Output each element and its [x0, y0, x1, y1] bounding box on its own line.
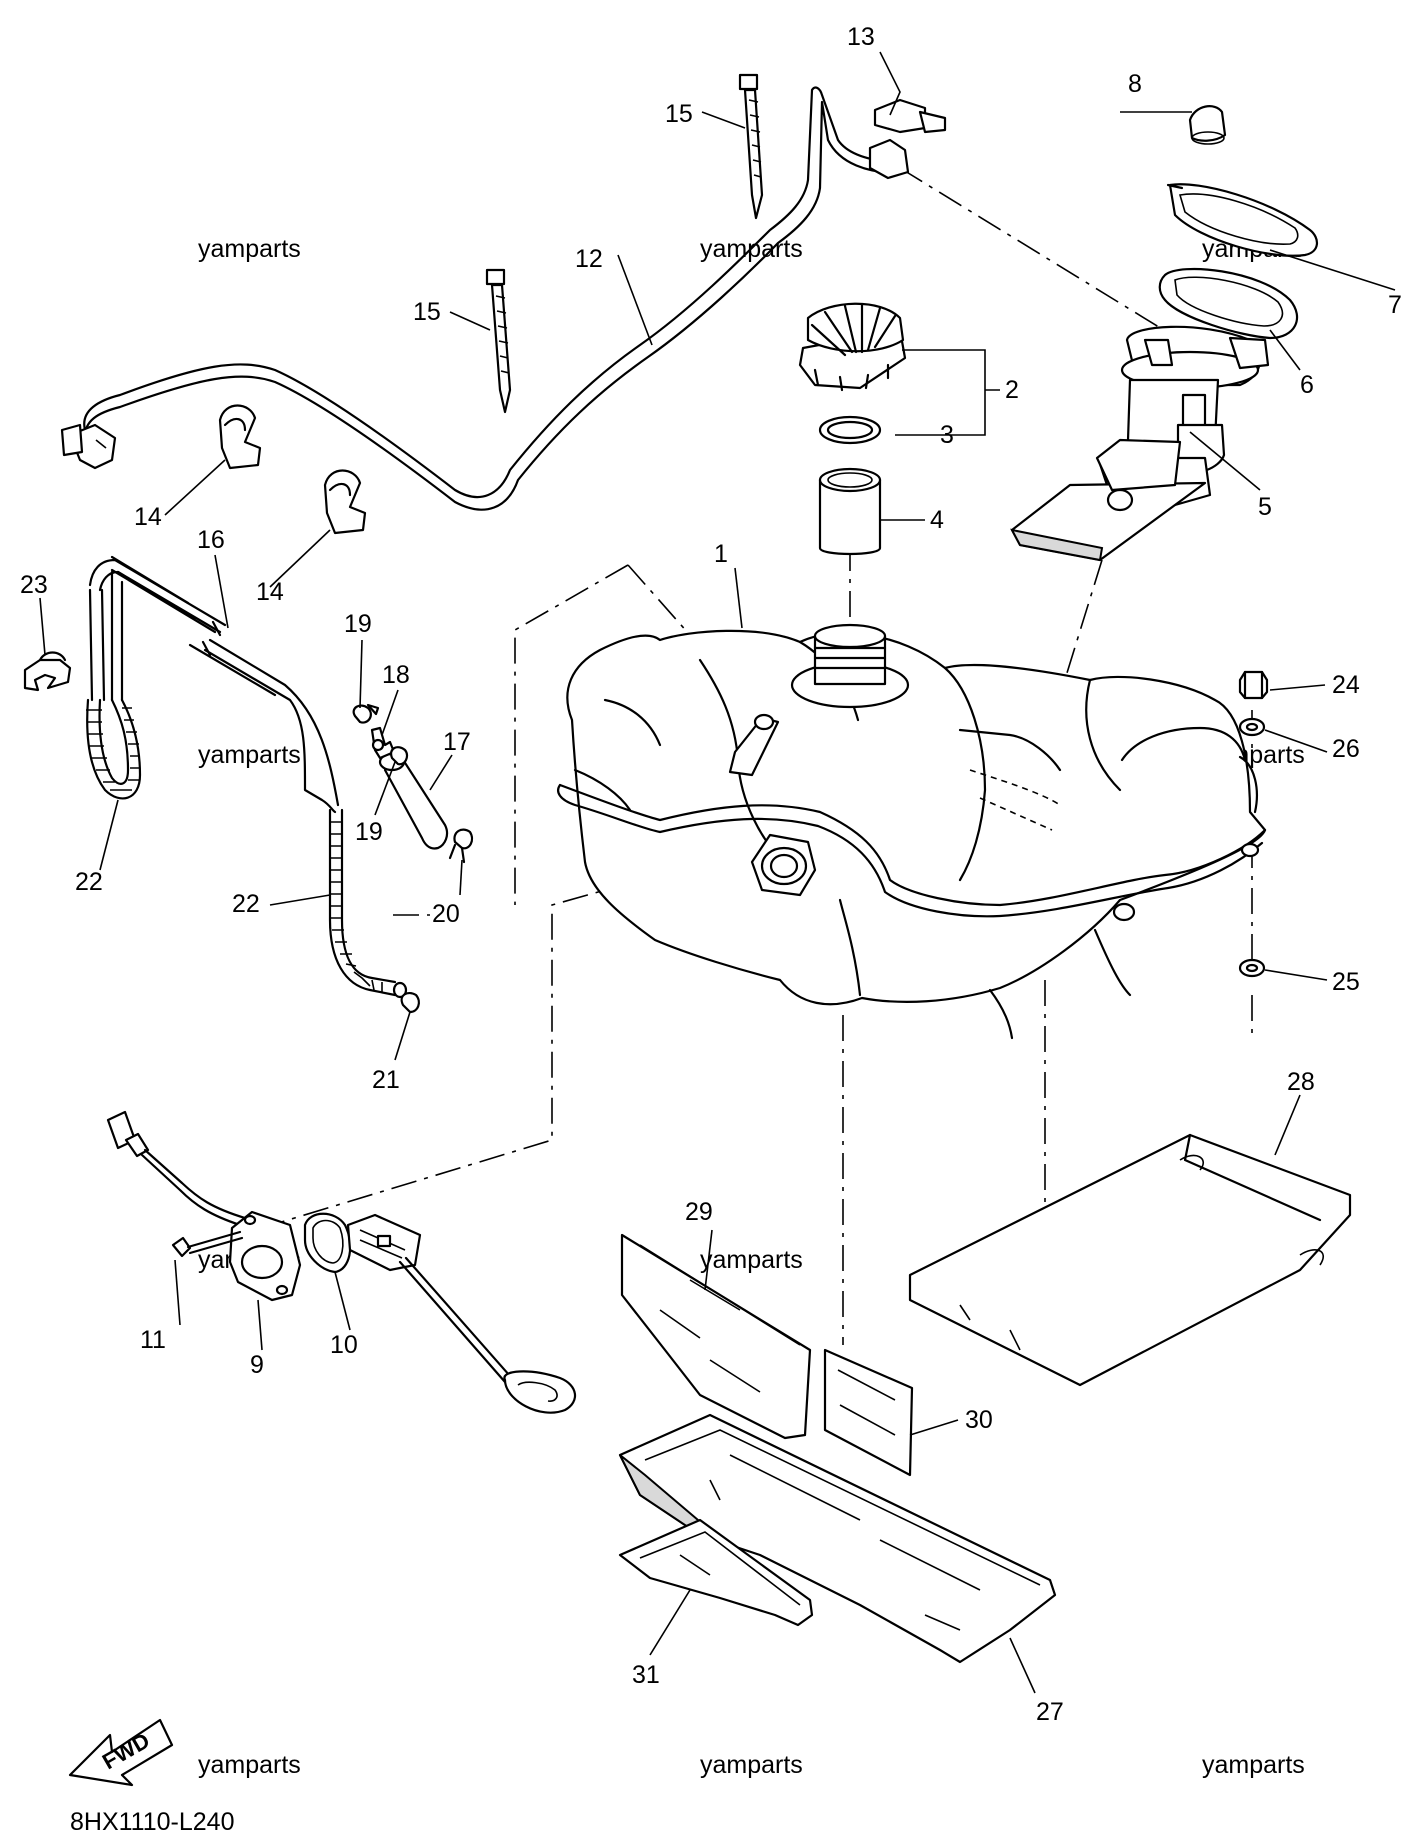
heat-shield-28: [908, 1133, 1352, 1387]
callout-11: 11: [140, 1326, 166, 1354]
callout-14: 14: [134, 503, 162, 531]
watermark: yamparts: [198, 235, 301, 263]
cap-nut-8: [1188, 105, 1227, 145]
callout-20: 20: [432, 900, 460, 928]
watermark: yamparts: [700, 1246, 803, 1274]
callout-15: 15: [665, 100, 693, 128]
watermark: yamparts: [700, 1751, 803, 1779]
callout-21: 21: [372, 1066, 400, 1094]
hose-17: [378, 752, 449, 850]
heat-shield-29: [620, 1233, 812, 1440]
callout-12: 12: [575, 245, 603, 273]
clamp-23: [23, 651, 72, 692]
callout-29: 29: [685, 1198, 713, 1226]
cable-tie-15-upper: [738, 73, 764, 220]
bolt-24: [1238, 670, 1269, 700]
watermark: yamparts: [198, 741, 301, 769]
callout-22: 22: [232, 890, 260, 918]
callout-26: 26: [1332, 735, 1360, 763]
hose-22-left: [86, 698, 142, 800]
washer-25: [1238, 958, 1266, 978]
callout-8: 8: [1128, 70, 1142, 98]
sender-plate-9: [228, 1210, 302, 1302]
pump-plate-7: [1166, 183, 1318, 257]
callout-15: 15: [413, 298, 441, 326]
cable-tie-15-lower: [485, 268, 512, 414]
callout-numbers: 1 2 3 4 5 6 7 8 9 10 11 12 13 14 14 15 1…: [20, 23, 1402, 1726]
callout-10: 10: [330, 1331, 358, 1359]
diagram-code: 8HX1110-L240: [70, 1808, 234, 1836]
fitting-18: [370, 726, 396, 760]
heat-shield-31: [618, 1518, 814, 1627]
forward-arrow: FWD: [68, 1718, 174, 1787]
callout-24: 24: [1332, 671, 1360, 699]
callout-28: 28: [1287, 1068, 1315, 1096]
sender-unit: [346, 1213, 576, 1414]
callout-16: 16: [197, 526, 225, 554]
callout-31: 31: [632, 1661, 660, 1689]
fuel-hose-12: [60, 86, 902, 511]
filler-tube: [818, 467, 882, 556]
breather-hose-16: [88, 555, 340, 814]
callout-2: 2: [1005, 376, 1019, 404]
callout-17: 17: [443, 728, 471, 756]
sender-gasket-10: [303, 1212, 352, 1274]
callout-19: 19: [355, 818, 383, 846]
clamp-14-lower: [323, 469, 367, 535]
leader-lines: [39, 51, 1396, 1694]
clip-19-upper: [352, 703, 380, 724]
fuel-pump: [1010, 325, 1270, 562]
clip-19-lower: [390, 746, 409, 766]
clip-20: [448, 828, 474, 864]
washer-26: [1238, 717, 1266, 737]
sender-wire: [106, 1110, 247, 1227]
callout-14: 14: [256, 578, 284, 606]
callout-6: 6: [1300, 371, 1314, 399]
clip-21: [400, 991, 420, 1014]
callout-5: 5: [1258, 493, 1272, 521]
callout-3: 3: [940, 421, 954, 449]
fuel-tank: [557, 623, 1267, 1040]
callout-7: 7: [1388, 291, 1402, 319]
callout-30: 30: [965, 1406, 993, 1434]
watermark: yamparts: [1202, 1751, 1305, 1779]
callout-18: 18: [382, 661, 410, 689]
callout-22: 22: [75, 868, 103, 896]
screw-11: [171, 1230, 244, 1258]
callout-23: 23: [20, 571, 48, 599]
heat-shield-30: [823, 1348, 914, 1477]
callout-27: 27: [1036, 1698, 1064, 1726]
clamp-14-upper: [218, 404, 262, 470]
cap-gasket: [818, 415, 882, 445]
watermark: yamparts: [198, 1751, 301, 1779]
pump-gasket-6: [1158, 267, 1299, 340]
callout-4: 4: [930, 506, 944, 534]
callout-25: 25: [1332, 968, 1360, 996]
callout-19: 19: [344, 610, 372, 638]
callout-13: 13: [847, 23, 875, 51]
hose-22-right: [328, 808, 408, 999]
callout-1: 1: [714, 540, 728, 568]
connector-13: [868, 98, 947, 180]
callout-9: 9: [250, 1351, 264, 1379]
fuel-cap: [798, 302, 907, 392]
